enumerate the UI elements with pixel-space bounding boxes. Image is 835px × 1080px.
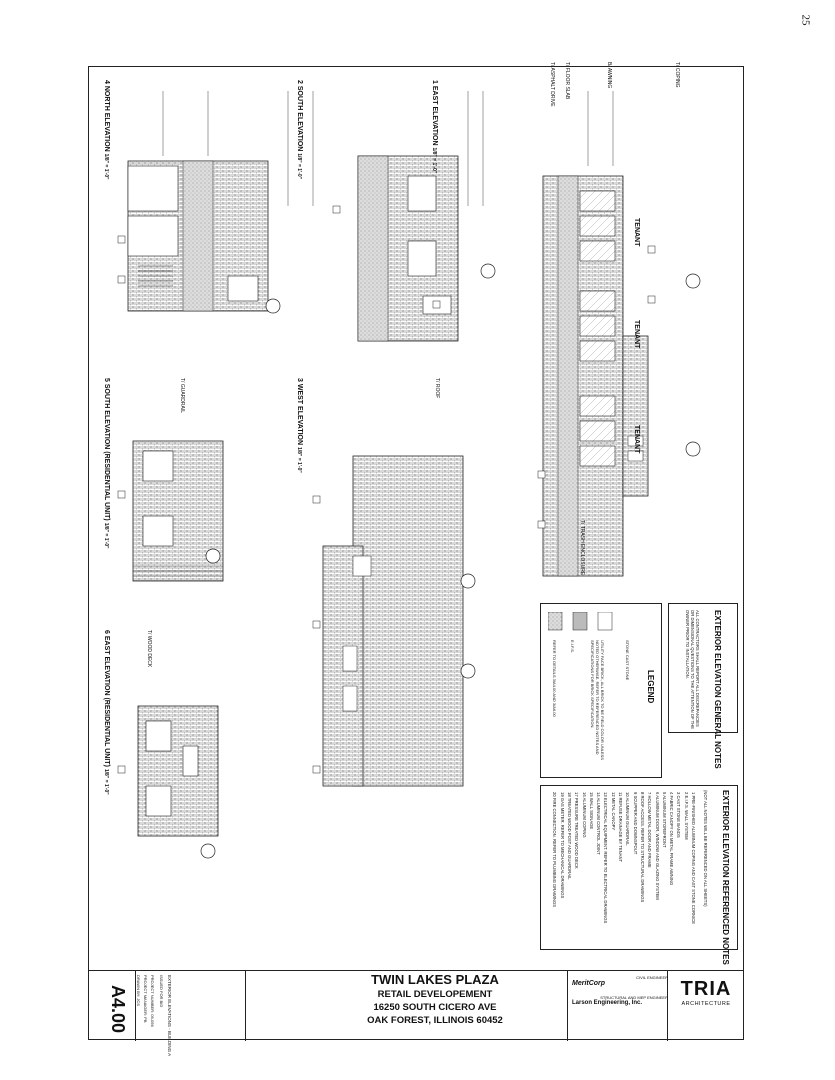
legend-title: LEGEND (646, 670, 655, 704)
civil-engineer-name: MeritCorp (572, 980, 606, 987)
east-elevation-building (542, 175, 649, 577)
project-subtitle: RETAIL DEVELOPEMENT (377, 989, 493, 1000)
project-number: PROJECT NUMBER: 05-056 (150, 975, 155, 1027)
sheet-number: A4.00 (108, 985, 128, 1034)
section-markers (200, 263, 701, 859)
structural-engineer-label: STRUCTURAL AND MEP ENGINEER (600, 995, 668, 1000)
project-manager: PROJECT MANAGER: PB (143, 975, 148, 1023)
referenced-note-item: 3 CAST STONE BANDS (676, 792, 682, 838)
level-label-guardrail: T/ GUARDRAIL (179, 378, 185, 414)
elevation-drawings (117, 91, 701, 859)
referenced-note-item: 7 HOLLOW METAL DOOR AND FRAME (647, 792, 653, 868)
legend-swatches (548, 612, 613, 631)
consultants-block: CIVIL ENGINEER MeritCorp STRUCTURAL AND … (572, 975, 668, 1006)
architect-subtitle: ARCHITECTURE (681, 1001, 731, 1007)
referenced-note-item: 20 FIRE CONNECTION. REFER TO PLUMBING DR… (552, 792, 558, 908)
legend-item-2: UTILITY FACE BRICK, ALL BRICK TO BE FIEL… (590, 640, 605, 760)
project-title-block: TWIN LAKES PLAZA RETAIL DEVELOPEMENT 162… (300, 972, 570, 1026)
project-title-cell (246, 971, 568, 1041)
level-label-wood-deck: T/ WOOD DECK (146, 630, 152, 668)
project-address-2: OAK FOREST, ILLINOIS 60452 (367, 1015, 503, 1026)
tenant-label-3: TENANT (633, 425, 640, 454)
referenced-note-item: 13 ELECTRICAL EQUIPMENT. REFER TO ELECTR… (603, 792, 609, 924)
referenced-note-item: 6 ALUMINUM DOOR, WINDOW AND GLAZING SYST… (654, 792, 660, 900)
referenced-note-item: 16 ALUMINUM COPING (581, 792, 587, 838)
sheet-number-cell (88, 971, 136, 1041)
referenced-note-item: 4 FABRIC CANOPY ON METAL FRAME AWNING (669, 792, 675, 886)
project-address-1: 16250 SOUTH CICERO AVE (373, 1002, 497, 1013)
referenced-note-item: 11 REFUSE DRAINAGE BY TENANT (618, 792, 623, 863)
referenced-notes-box (540, 785, 738, 950)
project-info-cell (136, 971, 246, 1041)
referenced-notes-title: EXTERIOR ELEVATION REFERENCED NOTES (721, 790, 730, 965)
referenced-note-item: 12 METAL CANOPY (610, 792, 616, 831)
referenced-note-item: 9 SCUPPER AND DOWNSPOUT (632, 792, 638, 855)
civil-engineer-label: CIVIL ENGINEER (636, 975, 668, 980)
referenced-note-item: 5 ALUMINUM STOREFRONT (661, 792, 667, 848)
referenced-note-item: 1 PRE-FINISHED ALUMINUM COPING AND CAST … (691, 792, 696, 925)
architect-block: TRIA ARCHITECTURE (670, 978, 742, 1007)
level-label-asphalt: T/ ASPHALT DRIVE (549, 62, 555, 107)
general-notes-title: EXTERIOR ELEVATION GENERAL NOTES (713, 610, 722, 769)
consultants-cell (568, 971, 668, 1041)
referenced-note-item: 2 E.I.F.S. WALL SYSTEM (683, 792, 689, 840)
referenced-note-item: 18 TREATED WOOD POST AND GUARDRAIL (566, 792, 572, 880)
north-elevation-building (127, 160, 269, 312)
general-notes-box (668, 603, 738, 733)
elevation-title-2: 2 SOUTH ELEVATION 1/8" = 1'-0" (296, 80, 303, 180)
referenced-notes-subtitle: (NOT ALL NOTES WILL BE REFERENCED ON ALL… (703, 790, 708, 907)
elevation-title-1: 1 EAST ELEVATION 1/8" = 1'-0" (431, 80, 438, 174)
east-residential-elevation-building (137, 705, 219, 837)
level-label-awning: B/ AWNING (606, 62, 612, 89)
drawing-sheet (88, 66, 744, 1040)
sheet-title: EXTERIOR ELEVATIONS - BUILDING A (167, 975, 172, 1057)
level-lines (162, 91, 614, 206)
referenced-note-item: 19 GAS METER. REFER TO MECHANICAL DRAWIN… (559, 792, 565, 899)
south-elevation-building (357, 155, 459, 342)
west-elevation-building (322, 455, 464, 787)
elevation-title-6: 6 EAST ELEVATION (RESIDENTIAL UNIT) 1/8"… (103, 630, 110, 795)
referenced-note-item: 10 ALUMINUM GUARDRAIL (625, 792, 631, 846)
elevation-title-3: 3 WEST ELEVATION 1/8" = 1'-0" (296, 378, 303, 473)
referenced-note-item: 15 WALL SIGNAGE (588, 792, 594, 830)
architect-logo: TRIA (680, 978, 732, 1000)
issued-for: ISSUED FOR BID (159, 975, 164, 1008)
structural-engineer-name: Larson Engineering, Inc. (572, 1000, 643, 1006)
callout-boxes (117, 205, 656, 774)
referenced-note-item: 8 ROOF ACCESS. REFER TO STRUCTURAL DRAWI… (639, 792, 645, 903)
level-label-coping: T/ COPING (674, 62, 680, 88)
general-notes-text: ALL CONTRACTORS SHALL REPORT ALL DISCREP… (685, 610, 700, 730)
elevation-title-5: 5 SOUTH ELEVATION (RESIDENTIAL UNIT) 1/8… (103, 378, 110, 549)
level-label-floor-slab: T/ FLOOR SLAB (564, 62, 570, 100)
drawn-by: DRAWN BY: JCS (136, 975, 141, 1006)
legend-box (540, 603, 662, 778)
legend-item-4: REFER TO DETAILS 3/A4.00 AND 3/A6.00 (552, 640, 557, 717)
referenced-note-item: 14 ALUMINUM CONTROL JOINT (596, 792, 602, 855)
level-label-roof: T/ ROOF (434, 378, 440, 399)
legend-item-1: STONE CAST STONE (625, 640, 630, 681)
tenant-label-2: TENANT (633, 320, 640, 349)
title-block (88, 970, 744, 1041)
elevation-title-4: 4 NORTH ELEVATION 1/8" = 1'-0" (103, 80, 110, 180)
tenant-label-1: TENANT (633, 218, 640, 247)
legend-item-3: E.I.F.S. (570, 640, 575, 653)
project-name: TWIN LAKES PLAZA (371, 972, 499, 987)
referenced-note-item: 17 PRESSURE TREATED WOOD DECK (574, 792, 580, 869)
level-label-trash: T/ TRASH ENCLOSURE (579, 520, 585, 576)
sheet-corner-mark: 25 (799, 14, 812, 26)
